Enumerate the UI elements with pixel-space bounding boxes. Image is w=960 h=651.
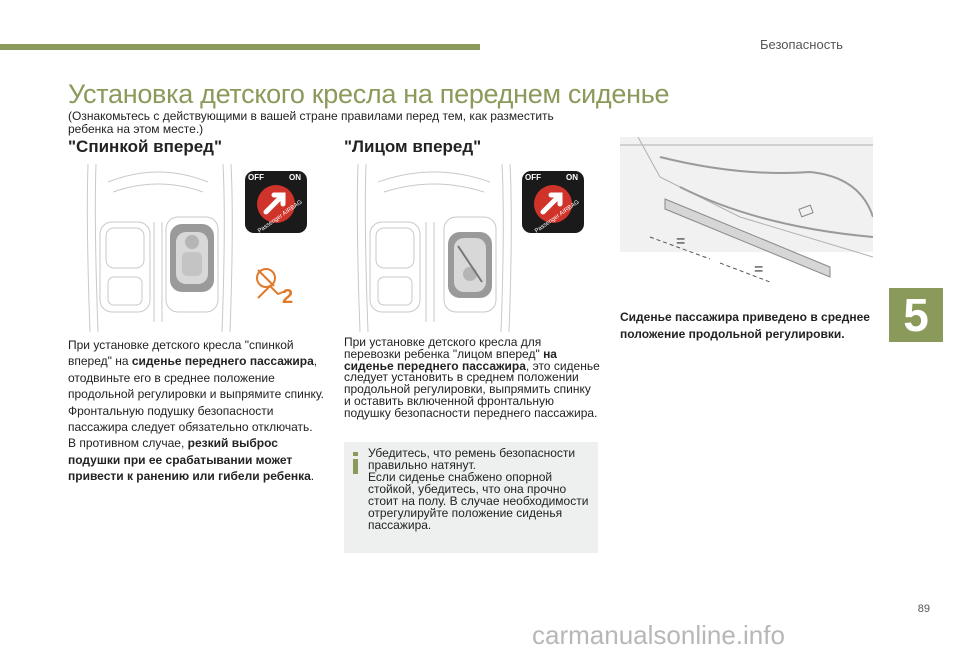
airbag-on-label: ON xyxy=(289,173,301,182)
page-number: 89 xyxy=(917,603,930,615)
rail-equal-mark-1: = xyxy=(676,233,686,250)
forward-facing-illustration: OFF ON Passenger AIRBAG xyxy=(344,162,598,334)
car-topview-forward-facing-drawing xyxy=(356,163,512,333)
heading-forward-facing: "Лицом вперед" xyxy=(344,137,482,156)
airbag-off-label: OFF xyxy=(248,173,264,182)
section-title: Безопасность xyxy=(760,37,843,52)
rear-facing-paragraph-3: В противном случае, резкий выброс подушк… xyxy=(68,436,315,484)
note-box xyxy=(344,442,598,553)
child-seat-forward-icon xyxy=(448,232,492,298)
car-topview-rear-facing-drawing xyxy=(86,163,233,333)
airbag-off-indicator-icon xyxy=(245,171,307,233)
page-title: Установка детского кресла на переднем си… xyxy=(68,79,670,109)
forward-facing-text: При установке детского кресла для перево… xyxy=(344,335,600,420)
seat-rail-drawing xyxy=(620,136,874,283)
airbag-on-indicator-icon xyxy=(522,171,584,233)
heading-rear-facing: "Спинкой вперед" xyxy=(68,137,223,156)
watermark: carmanualsonline.info xyxy=(532,620,785,650)
note-text: Убедитесь, что ремень безопасности прави… xyxy=(368,447,593,531)
note-line-2: Если сиденье снабжено опорной стойкой, у… xyxy=(368,470,589,532)
child-seat-rear-icon xyxy=(170,224,214,292)
rear-facing-paragraph-2: Фронтальную подушку безопасности пассажи… xyxy=(68,403,313,435)
info-icon xyxy=(353,452,358,474)
note-line-1: Убедитесь, что ремень безопасности прави… xyxy=(368,446,576,472)
airbag-off-label: OFF xyxy=(525,173,541,182)
rear-facing-text: При установке детского кресла "спинкой в… xyxy=(68,337,330,485)
rear-facing-paragraph-1: При установке детского кресла "спинкой в… xyxy=(68,338,325,402)
rail-equal-mark-2: = xyxy=(754,261,764,278)
airbag-on-label: ON xyxy=(566,173,578,182)
header-bar xyxy=(0,44,480,50)
page-subtitle: (Ознакомьтесь с действующими в вашей стр… xyxy=(68,109,554,136)
seat-rail-illustration: = = xyxy=(620,136,874,301)
chapter-tab: 5 xyxy=(889,288,943,342)
seat-rail-caption: Сиденье пассажира приведено в среднее по… xyxy=(620,310,870,341)
airbag-warning-icon xyxy=(256,268,289,299)
warning-number: 2 xyxy=(282,286,294,308)
rear-facing-illustration: OFF ON Passenger AIRBAG 2 xyxy=(68,162,318,334)
